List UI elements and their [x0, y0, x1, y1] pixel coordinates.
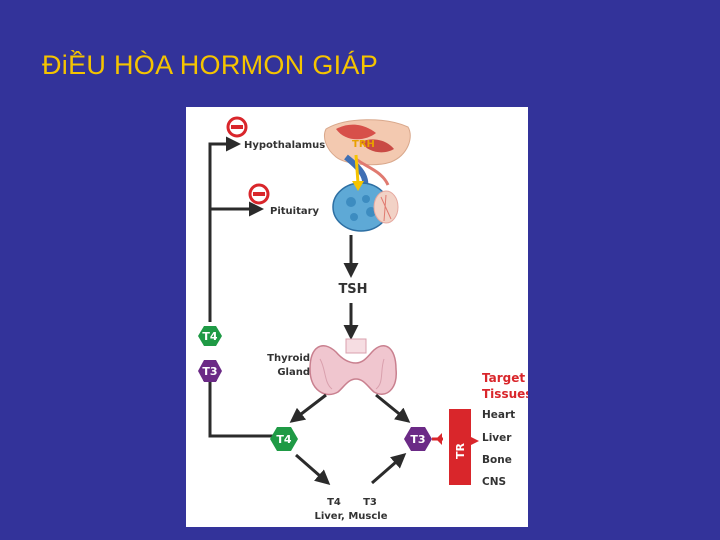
- thyroid-label-line2: Gland: [277, 367, 310, 378]
- hypothalamus-pituitary-illustration: [323, 119, 411, 232]
- target-tissues-line1: Target: [482, 371, 525, 385]
- t3-feedback-hex: T3: [198, 360, 222, 382]
- t3-output-hex: T3: [404, 427, 432, 451]
- svg-text:T4: T4: [276, 433, 292, 446]
- svg-text:T3: T3: [410, 433, 425, 446]
- slide-title: ĐiỀU HÒA HORMON GIÁP: [42, 50, 379, 80]
- tr-to-tissues-arrow: [471, 437, 479, 445]
- thyroid-gland-illustration: [309, 338, 397, 396]
- t4-to-liver-arrow: [295, 453, 331, 485]
- tissue-cns: CNS: [482, 476, 506, 488]
- tissue-liver: Liver: [482, 432, 512, 444]
- liver-muscle-t3-label: T3: [363, 497, 377, 508]
- pituitary-label: Pituitary: [270, 206, 320, 217]
- hypothalamus-label: Hypothalamus: [244, 140, 325, 151]
- t4-feedback-hex: T4: [198, 326, 222, 346]
- liver-to-t3-arrow: [371, 453, 407, 485]
- tissue-heart: Heart: [482, 409, 515, 421]
- trh-label: TRH: [352, 139, 375, 150]
- hypothalamus-inhibit-icon: [226, 116, 248, 138]
- thyroid-regulation-diagram: TRH Hypothalamus Pituitary T4 T3: [186, 107, 528, 527]
- thyroid-to-t4-arrow: [289, 393, 327, 423]
- pituitary-inhibit-icon: [248, 183, 270, 205]
- t4-output-hex: T4: [270, 427, 298, 451]
- svg-text:T4: T4: [202, 330, 218, 343]
- tr-bar: [449, 409, 471, 485]
- tissue-bone: Bone: [482, 454, 512, 466]
- thyroid-label-line1: Thyroid: [267, 353, 310, 364]
- trh-arrow: [354, 154, 360, 184]
- tsh-label: TSH: [338, 282, 367, 297]
- tr-label: TR: [454, 442, 467, 459]
- svg-text:T3: T3: [202, 365, 217, 378]
- target-tissues-line2: Tissues: [482, 387, 528, 401]
- liver-muscle-t4-label: T4: [327, 497, 341, 508]
- trh-arrow-head: [352, 181, 364, 191]
- thyroid-to-t3-arrow: [375, 393, 411, 423]
- liver-muscle-label: Liver, Muscle: [314, 511, 387, 522]
